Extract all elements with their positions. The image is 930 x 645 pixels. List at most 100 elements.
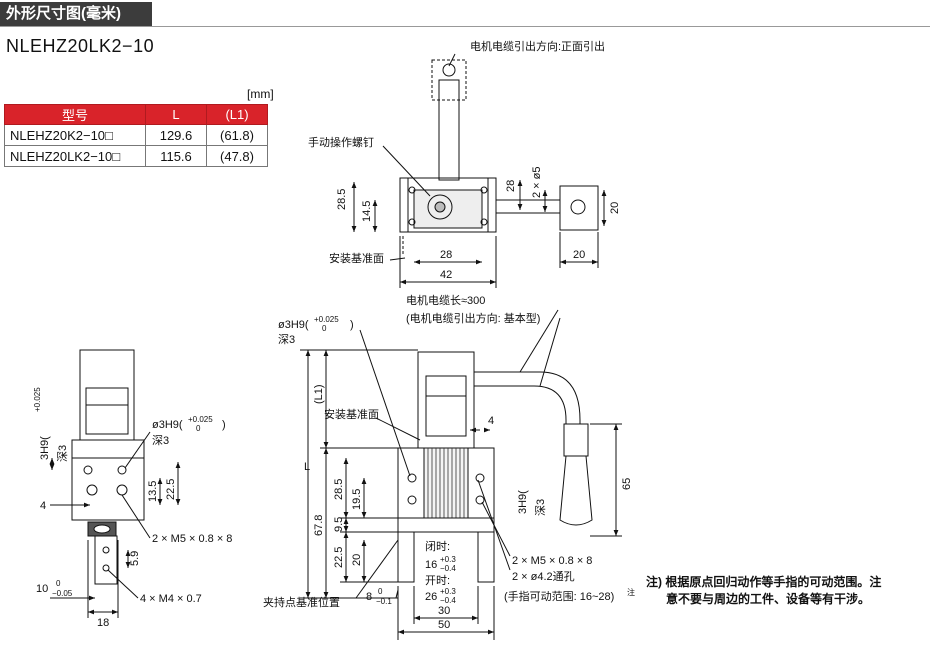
side-dim-10-lo: −0.05 [52, 589, 73, 598]
side-tol-up: +0.025 [33, 387, 42, 412]
side-hole-tol-lo: 0 [196, 424, 201, 433]
table-cell: 129.6 [145, 124, 207, 146]
side-finger [94, 535, 118, 585]
side-gripper-body [71, 439, 145, 521]
table-row: NLEHZ20LK2−10□ 115.6 (47.8) [4, 145, 268, 167]
side-hole-close: ) [222, 419, 226, 431]
side-dim-4: 4 [40, 500, 46, 512]
front-dim-65: 65 [621, 478, 633, 490]
front-coil [427, 448, 465, 518]
cable-vertical [438, 79, 460, 181]
label-mount-face: 安装基准面 [329, 251, 384, 265]
front-tap: 2 × M5 × 0.8 × 8 [512, 555, 592, 567]
footnote-line-1: 注) 根据原点回归动作等手指的可动范围。注 [646, 575, 882, 589]
side-dim-18: 18 [97, 617, 109, 629]
col-model: 型号 [4, 104, 146, 125]
front-dim-4: 4 [488, 415, 494, 427]
section-title: 外形尺寸图(毫米) [0, 2, 152, 26]
label-cable-front: 电机电缆引出方向:正面引出 [470, 39, 605, 53]
table-cell: (61.8) [206, 124, 268, 146]
table-header-row: 型号 L (L1) [4, 104, 268, 125]
footnote: 注) 根据原点回归动作等手指的可动范围。注 意不要与周边的工件、设备等有干涉。 [646, 574, 881, 608]
front-dim-50: 50 [438, 619, 450, 631]
side-view [49, 349, 181, 618]
front-depth: 深3 [278, 333, 295, 346]
front-dim-67-8: 67.8 [313, 515, 325, 536]
side-tap: 2 × M5 × 0.8 × 8 [152, 533, 232, 545]
side-deep: 深3 [56, 445, 69, 462]
front-hole-tol-up: +0.025 [314, 315, 339, 324]
front-open-val: 26 [425, 591, 437, 603]
front-dim-22-5: 22.5 [333, 547, 345, 568]
dim-28-5: 28.5 [336, 189, 348, 210]
unit-label: [mm] [247, 87, 274, 101]
front-hole-label: ø3H9( [278, 319, 309, 331]
front-open-lo: −0.4 [440, 596, 456, 605]
table-row: NLEHZ20K2−10□ 129.6 (61.8) [4, 124, 268, 146]
footnote-line-2: 意不要与周边的工件、设备等有干涉。 [666, 592, 871, 606]
dim-42: 42 [440, 269, 452, 281]
front-deep: 深3 [534, 499, 547, 516]
dim-20-horizontal: 20 [573, 249, 585, 261]
cable-connector-circle [442, 63, 456, 77]
dim-20-vertical: 20 [609, 202, 621, 214]
front-dim-8-lo: −0.1 [376, 597, 392, 606]
front-dim-28-5: 28.5 [333, 479, 345, 500]
dim-14-5: 14.5 [361, 201, 373, 222]
dim-28-vertical: 28 [505, 180, 517, 192]
front-open: 开时: [425, 574, 450, 587]
side-hole-tol-up: +0.025 [188, 415, 213, 424]
front-cable-upper [474, 371, 581, 424]
front-closed-lo: −0.4 [440, 564, 456, 573]
front-through: 2 × ø4.2通孔 [512, 570, 575, 583]
front-mount-face: 安装基准面 [324, 407, 379, 421]
front-hole-tol-lo: 0 [322, 324, 327, 333]
top-jaw [559, 185, 599, 231]
front-dim-8-up: 0 [378, 587, 383, 596]
front-finger-right [477, 531, 495, 583]
front-dim-9-5: 9.5 [333, 517, 345, 532]
table-cell: (47.8) [206, 145, 268, 167]
section-header: 外形尺寸图(毫米) [0, 2, 930, 27]
table-cell: 115.6 [145, 145, 207, 167]
label-manual-screw: 手动操作螺钉 [308, 135, 374, 149]
front-view [300, 309, 622, 640]
front-cable-len: 电机电缆长≈300 [406, 293, 485, 307]
front-finger-left [397, 531, 415, 583]
col-L: L [145, 104, 207, 125]
front-grip-ref: 夹持点基准位置 [263, 595, 340, 609]
side-dim-22-5: 22.5 [165, 479, 177, 500]
side-dim-5-9: 5.9 [129, 551, 141, 566]
side-3h9: 3H9( [39, 436, 51, 460]
front-dim-19-5: 19.5 [351, 489, 363, 510]
dim-2x5: 2 × ø5 [531, 167, 543, 199]
spec-table: 型号 L (L1) NLEHZ20K2−10□ 129.6 (61.8) NLE… [4, 104, 268, 167]
side-hole-label: ø3H9( [152, 419, 183, 431]
front-stroke: (手指可动范围: 16~28) [504, 589, 614, 603]
side-depth: 深3 [152, 434, 169, 447]
cable-outlet-dashed [431, 59, 467, 101]
top-view [351, 53, 607, 288]
front-3h9: 3H9( [517, 490, 529, 514]
model-title: NLEHZ20LK2−10 [6, 36, 155, 56]
front-dim-20: 20 [351, 554, 363, 566]
side-dim-10-up: 0 [56, 579, 61, 588]
front-closed-val: 16 [425, 559, 437, 571]
side-dim-13-5: 13.5 [147, 481, 159, 502]
col-L1: (L1) [206, 104, 268, 125]
front-dim-L1: (L1) [313, 384, 325, 404]
front-dim-30: 30 [438, 605, 450, 617]
front-guide [397, 517, 495, 533]
front-cable-connector [559, 455, 593, 526]
table-cell: NLEHZ20LK2−10□ [4, 145, 146, 167]
front-closed-up: +0.3 [440, 555, 456, 564]
dim-28-horizontal: 28 [440, 249, 452, 261]
manual-screw-circle [427, 194, 453, 220]
front-stroke-sup: 注 [627, 587, 635, 597]
side-motor-body [79, 349, 135, 441]
front-dim-L: L [304, 461, 310, 473]
front-dim-8: 8 [366, 591, 372, 603]
front-open-up: +0.3 [440, 587, 456, 596]
front-hole-close: ) [350, 319, 354, 331]
